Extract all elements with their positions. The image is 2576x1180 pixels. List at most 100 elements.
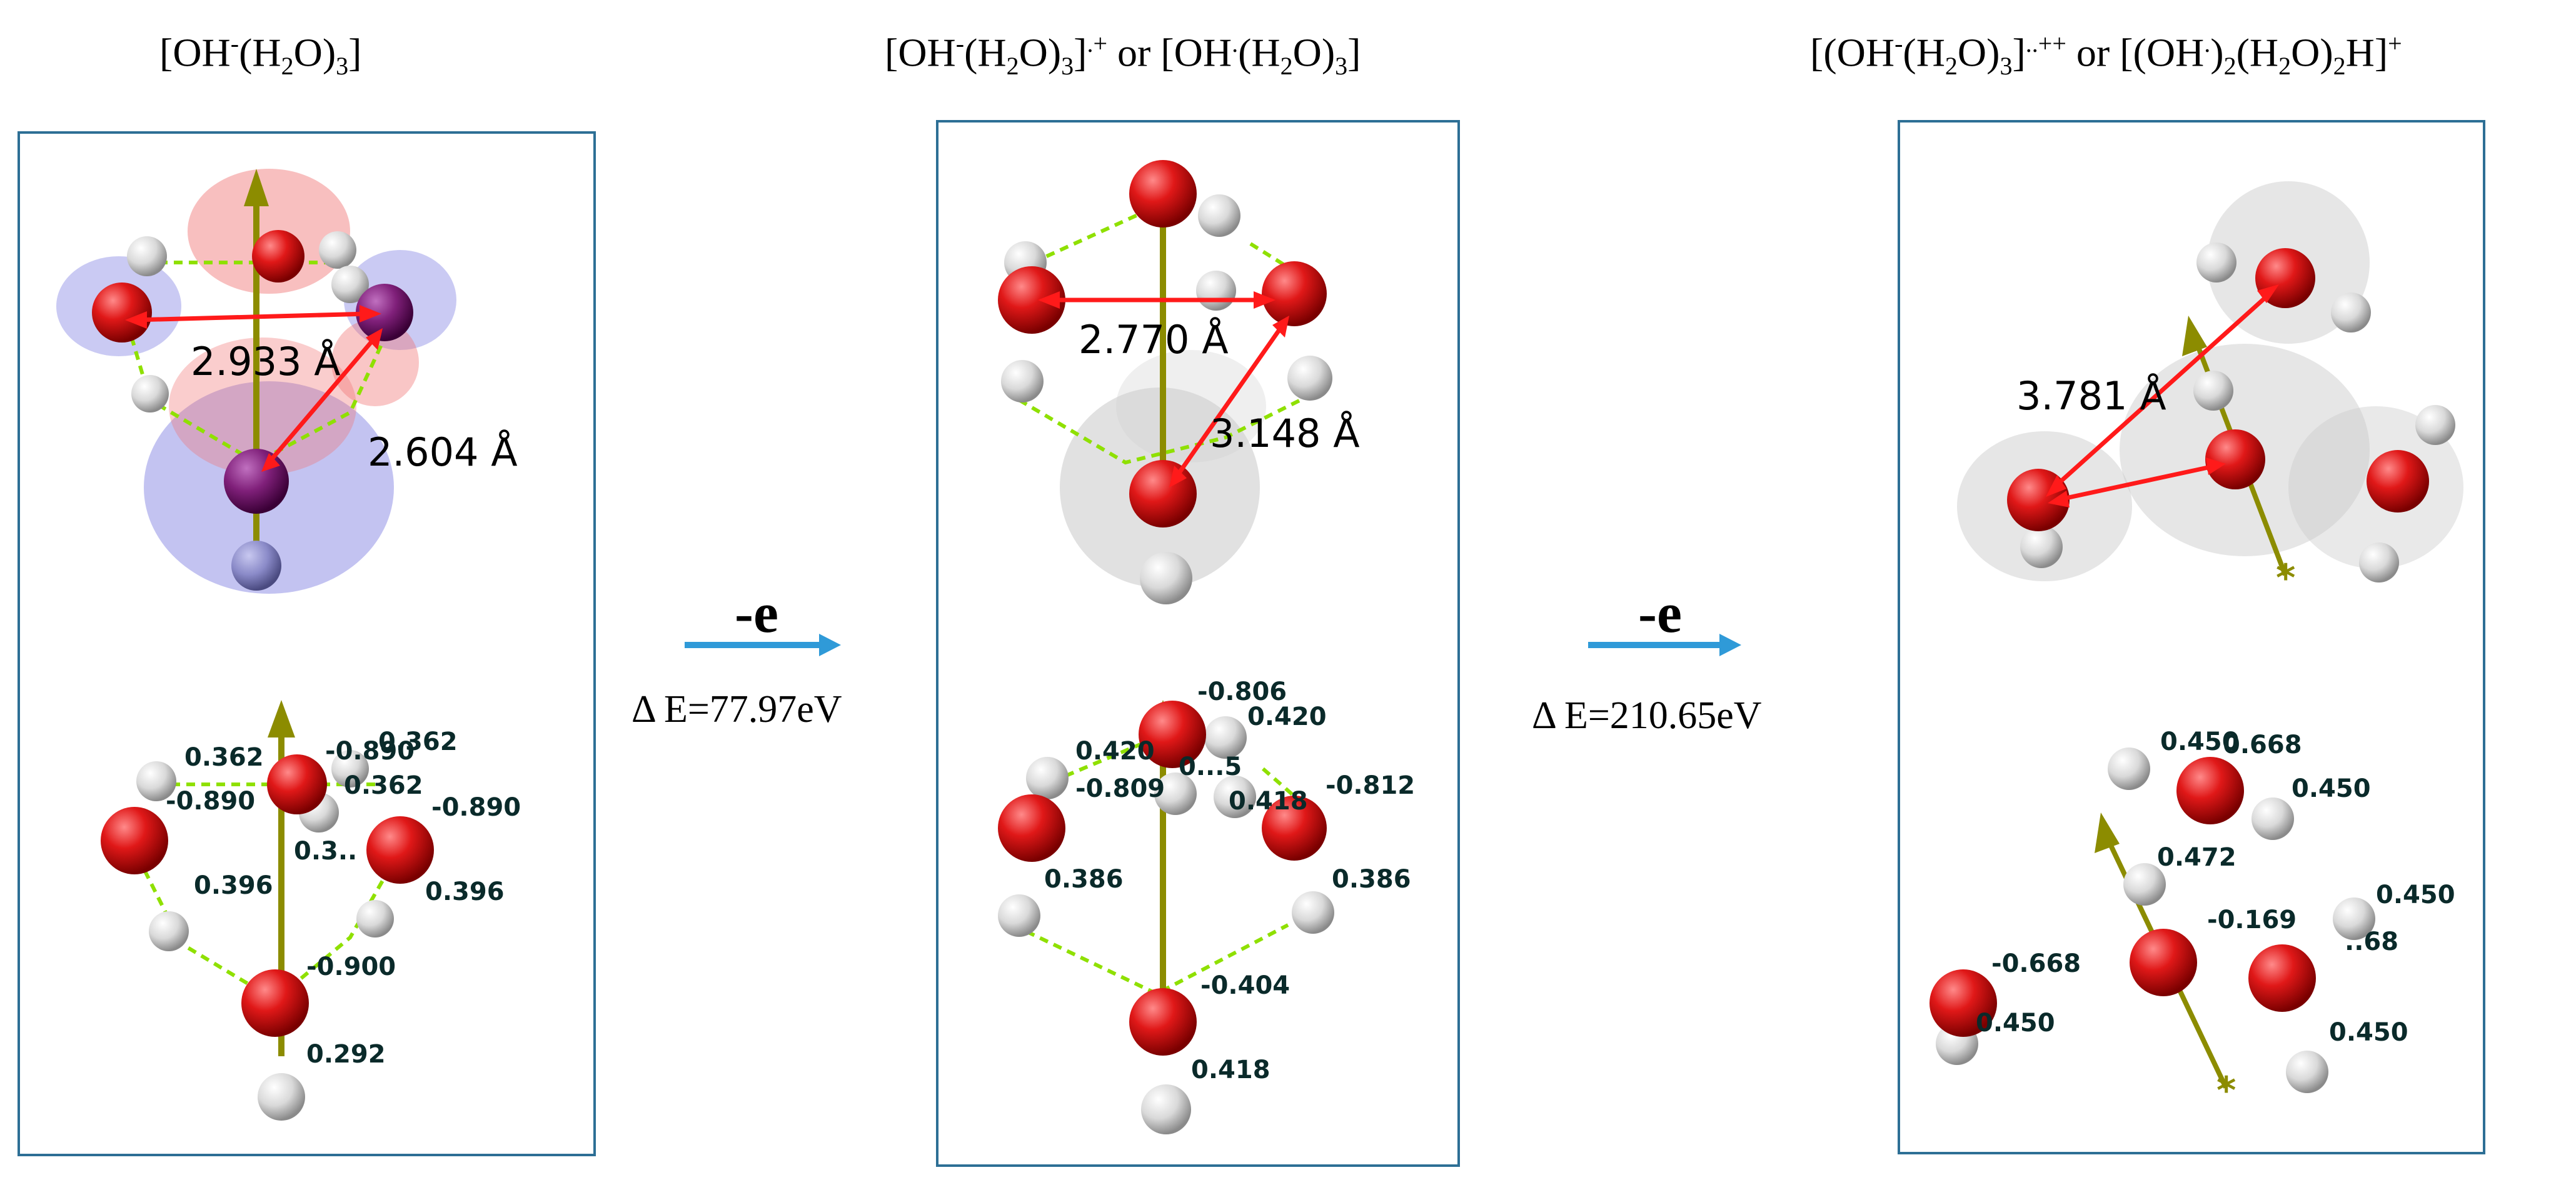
oxygen-atom bbox=[998, 266, 1065, 334]
panel2-bottom-atoms bbox=[998, 701, 1334, 1134]
oxygen-atom bbox=[2367, 450, 2429, 512]
hydrogen-atom bbox=[2331, 292, 2371, 332]
step1-arrowhead bbox=[819, 634, 841, 656]
hydrogen-atom bbox=[1292, 891, 1334, 934]
distance-arrowhead bbox=[360, 305, 381, 322]
panel3-bottom-dipole-head bbox=[2095, 812, 2120, 853]
charge-label: 0.418 bbox=[1229, 787, 1308, 816]
hydrogen-atom bbox=[356, 900, 394, 938]
hydrogen-atom bbox=[998, 894, 1040, 937]
oxygen-atom bbox=[366, 816, 434, 884]
charge-label: -0.890 bbox=[431, 793, 521, 822]
charge-label: 0.450 bbox=[2376, 881, 2455, 909]
hydrogen-atom bbox=[127, 236, 167, 276]
step2-label: -e bbox=[1638, 582, 1682, 644]
oxygen-atom bbox=[2130, 929, 2197, 996]
panel3-dipole-head bbox=[2182, 316, 2207, 356]
hydrogen-atom bbox=[258, 1073, 305, 1121]
charge-label: 0.450 bbox=[2160, 728, 2240, 756]
charge-label: -0.668 bbox=[1991, 949, 2081, 978]
hydrogen-atom bbox=[131, 375, 169, 412]
oxygen-atom bbox=[2176, 757, 2244, 824]
oxygen-atom bbox=[224, 449, 289, 514]
panel1-bottom-dipole-head bbox=[268, 700, 295, 738]
panel2-charges: -0.806 0.420 0.420 -0.809 0...5 0.418 -0… bbox=[1044, 678, 1415, 1084]
hydrogen-atom bbox=[1001, 360, 1044, 402]
charge-label: 0.418 bbox=[1191, 1056, 1270, 1084]
charge-label: 0.362 bbox=[378, 728, 458, 756]
hydrogen-atom bbox=[331, 750, 369, 788]
charge-label: 0.450 bbox=[2292, 774, 2371, 803]
oxygen-atom bbox=[92, 282, 152, 342]
oxygen-atom bbox=[2205, 429, 2265, 489]
panel3-bottom-atoms bbox=[1929, 748, 2375, 1093]
oxygen-atom bbox=[252, 230, 304, 282]
panel1-distance-label: 2.604 Å bbox=[368, 429, 518, 475]
hydrogen-atom bbox=[2020, 526, 2063, 568]
charge-label: 0.396 bbox=[425, 878, 505, 906]
oxygen-atom bbox=[1929, 969, 1997, 1037]
panel1-dipole-head bbox=[244, 169, 269, 206]
distance-arrowhead bbox=[261, 453, 280, 472]
panel2-distance-label: 2.770 Å bbox=[1079, 317, 1229, 362]
hydrogen-atom bbox=[1287, 356, 1332, 401]
charge-label: -0.809 bbox=[1075, 774, 1165, 803]
hydrogen-atom bbox=[149, 911, 189, 951]
panel3-bottom-center-mark: * bbox=[2216, 1069, 2236, 1112]
hydrogen-atom bbox=[2193, 371, 2233, 411]
panel3-distance-label: 3.781 Å bbox=[2016, 373, 2166, 419]
hydrogen-atom bbox=[2359, 542, 2399, 582]
hydrogen-atom bbox=[1198, 194, 1240, 237]
panel3-title: [(OH-(H2O)3]..++ or [(OH.)2(H2O)2H]+ bbox=[1810, 29, 2402, 81]
panel3-charges: 0.450 0.668 0.450 0.472 -0.169 0.450 -0.… bbox=[1976, 728, 2455, 1047]
distance-arrowhead bbox=[366, 328, 383, 350]
charge-label: ..68 bbox=[2345, 928, 2398, 956]
charge-label: 0.420 bbox=[1075, 737, 1155, 766]
hydrogen-atom bbox=[2196, 242, 2236, 282]
oxygen-atom bbox=[1139, 701, 1206, 768]
panel-3 bbox=[1898, 120, 2485, 1154]
charge-label: 0.450 bbox=[2329, 1018, 2408, 1047]
hydrogen-atom bbox=[2333, 898, 2375, 940]
hydrogen-atom bbox=[319, 231, 356, 269]
charge-label: 0.396 bbox=[194, 871, 273, 900]
charge-label: -0.900 bbox=[306, 952, 396, 981]
charge-label: 0.362 bbox=[344, 771, 423, 800]
hydrogen-atom bbox=[1204, 716, 1247, 759]
oxygen-atom bbox=[1129, 460, 1197, 528]
distance-arrowhead bbox=[1038, 291, 1060, 309]
hydrogen-atom bbox=[2251, 798, 2294, 840]
distance-arrowhead bbox=[1272, 316, 1289, 338]
oxygen-atom bbox=[1129, 160, 1197, 228]
panel2-title: [OH-(H2O)3].+ or [OH.(H2O)3] bbox=[885, 29, 1361, 81]
panel2-distance-label: 3.148 Å bbox=[1210, 411, 1360, 456]
hydrogen-atom bbox=[1140, 552, 1192, 604]
distance-arrowhead bbox=[2257, 284, 2279, 303]
distance-arrowhead bbox=[1254, 291, 1275, 309]
charge-label: 0.386 bbox=[1044, 865, 1124, 894]
hydrogen-atom bbox=[331, 266, 369, 303]
charge-label: 0.3.. bbox=[294, 837, 357, 866]
panel2-distance-lines bbox=[1047, 298, 1287, 480]
hydrogen-atom bbox=[1196, 271, 1236, 311]
hydrogen-atom bbox=[2415, 405, 2455, 445]
hydrogen-atom bbox=[1026, 757, 1069, 799]
charge-label: 0.362 bbox=[184, 743, 264, 772]
distance-arrowhead bbox=[2046, 475, 2066, 497]
oxygen-atom bbox=[241, 969, 309, 1037]
hydrogen-atom bbox=[2123, 863, 2166, 906]
oxygen-atom bbox=[1262, 261, 1327, 326]
charge-label: 0.420 bbox=[1247, 702, 1327, 731]
hydrogen-atom bbox=[231, 541, 281, 591]
distance-arrowhead bbox=[2048, 491, 2070, 508]
hydrogen-atom bbox=[2286, 1051, 2328, 1093]
charge-label: 0.472 bbox=[2157, 843, 2236, 872]
charge-label: 0.386 bbox=[1332, 865, 1411, 894]
panel1-title: [OH-(H2O)3] bbox=[159, 29, 362, 81]
panel1-distance-lines bbox=[134, 311, 377, 464]
hydrogen-atom bbox=[1214, 776, 1256, 818]
panel1-hbonds bbox=[117, 261, 390, 465]
charge-label: -0.812 bbox=[1326, 771, 1415, 800]
